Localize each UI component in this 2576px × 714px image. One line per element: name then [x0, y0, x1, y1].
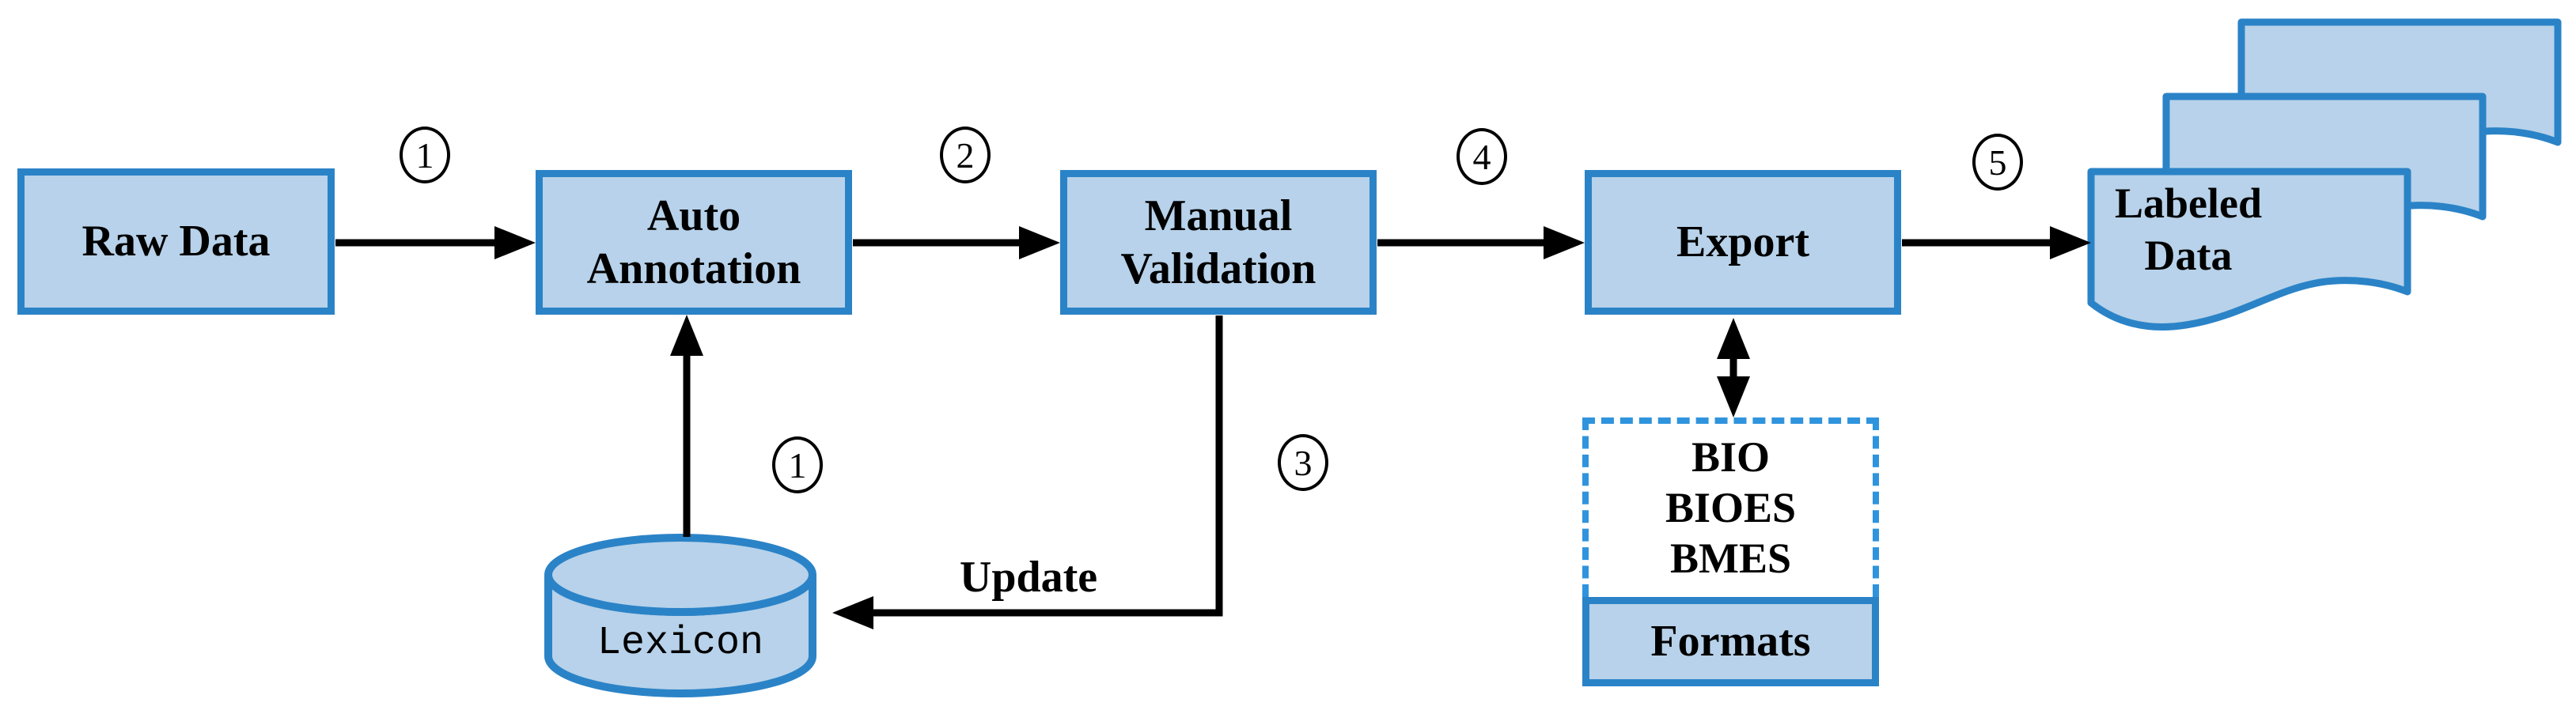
- format-type-bio: BIO: [1691, 433, 1771, 481]
- arrow-export-formats-bidirectional: [1717, 318, 1750, 417]
- arrow-manual-to-export: [1377, 226, 1585, 259]
- lexicon-cylinder: [544, 534, 816, 697]
- step-badge-3: 3: [1278, 434, 1328, 491]
- arrow-validation-to-lexicon: [832, 315, 1223, 629]
- step-badge-4: 4: [1457, 128, 1507, 185]
- step-badge-1: 1: [400, 127, 450, 183]
- step-badge-2: 2: [940, 127, 991, 183]
- export-formats-list: BIO BIOES BMES: [1582, 417, 1879, 597]
- node-export: Export: [1585, 170, 1901, 315]
- node-formats: Formats: [1582, 597, 1879, 686]
- arrow-auto-to-manual: [853, 226, 1060, 259]
- format-type-bmes: BMES: [1669, 535, 1792, 582]
- format-type-bioes: BIOES: [1665, 484, 1797, 531]
- cylinder-top: [544, 534, 816, 616]
- arrow-export-to-labeled: [1902, 226, 2091, 259]
- arrow-lexicon-to-auto: [670, 315, 703, 537]
- labeled-data-label: Labeled Data: [2114, 179, 2263, 279]
- update-edge-label: Update: [959, 553, 1098, 602]
- step-badge-5: 5: [1972, 134, 2023, 191]
- node-raw-data: Raw Data: [17, 168, 335, 315]
- document-shape-front: [2087, 168, 2411, 331]
- node-manual-validation: Manual Validation: [1060, 170, 1377, 315]
- arrow-raw-to-auto: [335, 226, 536, 259]
- node-auto-annotation: Auto Annotation: [536, 170, 852, 315]
- step-badge-lexicon-1: 1: [772, 436, 823, 493]
- lexicon-label: Lexicon: [597, 621, 764, 666]
- document-stack: [2087, 18, 2562, 331]
